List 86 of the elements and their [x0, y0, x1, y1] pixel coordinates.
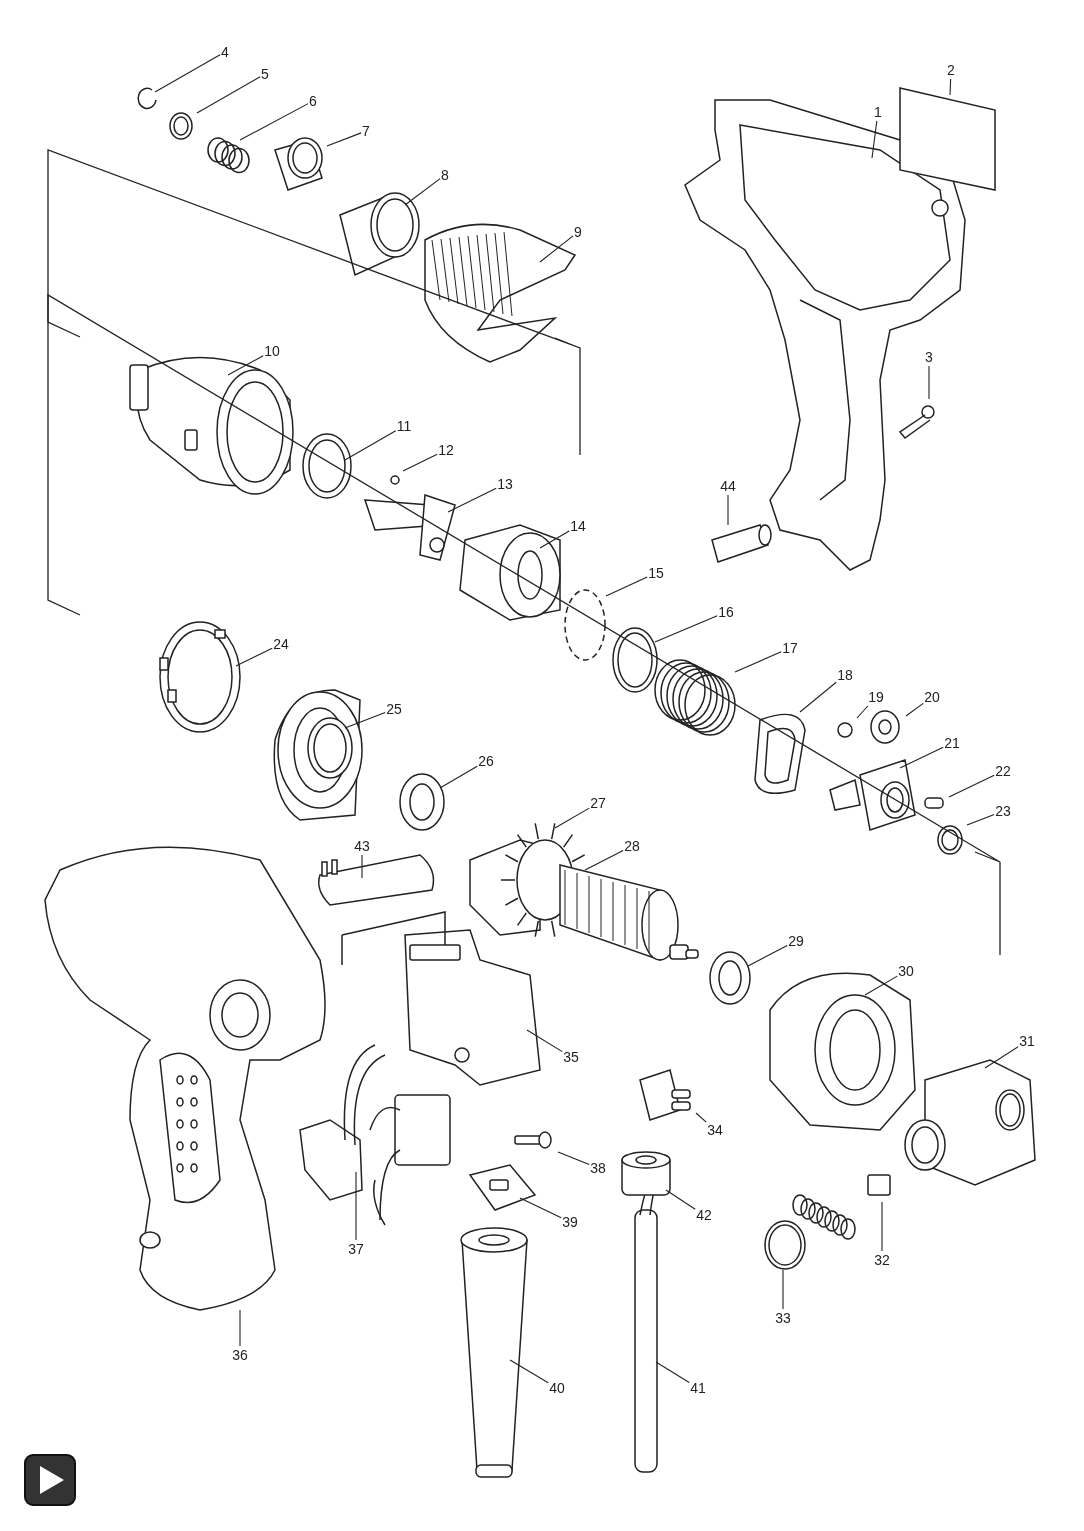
callout-number: 1 [874, 104, 882, 120]
callout-number: 31 [1019, 1033, 1035, 1049]
callout-number: 5 [261, 66, 269, 82]
callout-number: 13 [497, 476, 513, 492]
callout-number: 6 [309, 93, 317, 109]
callout-number: 36 [232, 1347, 248, 1363]
callout-number: 40 [549, 1380, 565, 1396]
leader-line [526, 1029, 563, 1053]
callout-number: 43 [354, 838, 370, 854]
callout-number: 29 [788, 933, 804, 949]
callout-number: 10 [264, 343, 280, 359]
leader-line [239, 1309, 241, 1347]
leader-line [439, 765, 478, 789]
leader-line [539, 530, 570, 549]
leader-line [355, 1171, 357, 1241]
callout-number: 24 [273, 636, 289, 652]
leader-line [235, 647, 273, 667]
callout-number: 20 [924, 689, 940, 705]
leader-line [326, 132, 362, 147]
leader-line [695, 1112, 707, 1123]
callout-number: 7 [362, 123, 370, 139]
leader-line [196, 76, 261, 114]
callout-number: 25 [386, 701, 402, 717]
callout-number: 14 [570, 518, 586, 534]
leader-line [665, 1189, 696, 1210]
callout-number: 2 [947, 62, 955, 78]
leader-line [154, 54, 221, 93]
leader-line [928, 365, 930, 400]
callout-number: 37 [348, 1241, 364, 1257]
callout-number: 9 [574, 224, 582, 240]
leader-line [949, 78, 952, 96]
leader-line [605, 576, 648, 597]
leader-line [782, 1269, 784, 1310]
leader-line [344, 711, 386, 729]
leader-line [402, 453, 438, 472]
callout-number: 17 [782, 640, 798, 656]
callout-number: 38 [590, 1160, 606, 1176]
callout-number: 16 [718, 604, 734, 620]
callout-number: 41 [690, 1380, 706, 1396]
callout-number: 3 [925, 349, 933, 365]
leader-line [447, 487, 497, 513]
leader-line [404, 178, 441, 206]
callout-number: 35 [563, 1049, 579, 1065]
callout-number: 12 [438, 442, 454, 458]
leader-line [905, 702, 924, 717]
leader-line [856, 705, 869, 719]
callout-number: 42 [696, 1207, 712, 1223]
leader-line [361, 854, 363, 879]
leader-line [554, 807, 590, 829]
callout-number: 19 [868, 689, 884, 705]
callout-number: 18 [837, 667, 853, 683]
callout-number: 32 [874, 1252, 890, 1268]
leader-line [734, 651, 782, 673]
callout-number: 8 [441, 167, 449, 183]
leader-line [654, 615, 718, 643]
callout-number: 28 [624, 838, 640, 854]
leader-line [584, 849, 624, 871]
callout-number: 22 [995, 763, 1011, 779]
callout-number: 39 [562, 1214, 578, 1230]
leader-line [871, 120, 878, 159]
leader-line [655, 1361, 690, 1384]
leader-line [727, 494, 729, 526]
leader-line [966, 813, 995, 826]
leader-line [509, 1359, 549, 1384]
leader-line [557, 1151, 590, 1166]
callout-number: 26 [478, 753, 494, 769]
callout-number: 11 [396, 418, 412, 434]
leader-line [984, 1046, 1019, 1069]
callout-number: 21 [944, 735, 960, 751]
callout-number: 15 [648, 565, 664, 581]
leader-line [799, 681, 837, 713]
leader-line [899, 746, 944, 769]
leader-line [747, 945, 788, 967]
leader-line [519, 1197, 562, 1219]
leader-line [881, 1201, 883, 1252]
callout-number: 33 [775, 1310, 791, 1326]
leader-line [239, 103, 309, 141]
callout-number: 44 [720, 478, 736, 494]
callout-number: 30 [898, 963, 914, 979]
leader-line [948, 774, 995, 798]
callout-number: 23 [995, 803, 1011, 819]
callout-number: 4 [221, 44, 229, 60]
callout-number: 27 [590, 795, 606, 811]
callout-number: 34 [707, 1122, 723, 1138]
leader-line [344, 430, 397, 461]
leader-line [864, 975, 898, 996]
